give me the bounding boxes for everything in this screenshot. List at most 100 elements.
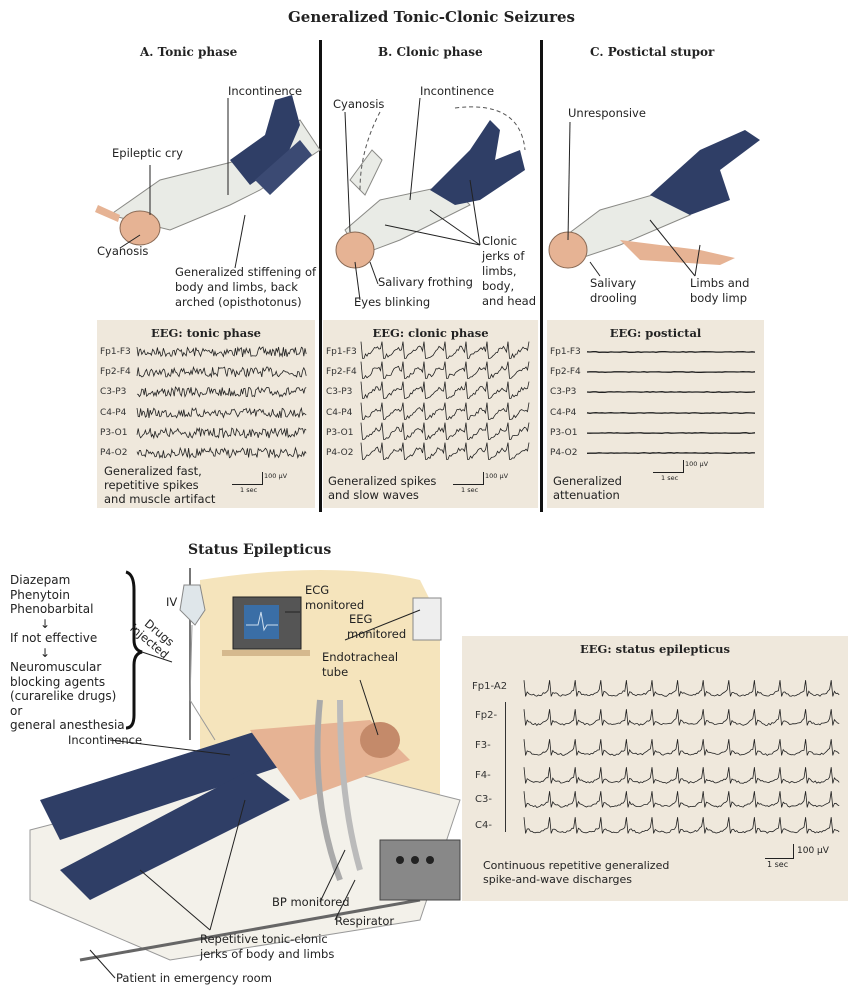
eeg-trace	[586, 351, 756, 353]
scale-bar	[453, 472, 484, 485]
eeg-trace	[523, 680, 840, 697]
channel-label: P4-O2	[326, 448, 354, 458]
eeg-trace	[586, 391, 756, 393]
channel-label: P3-O1	[550, 428, 578, 438]
eeg-trace	[586, 371, 756, 373]
eeg-panel-postictal: EEG: postictal Fp1-F3 Fp2-F4 C3-P3 C4-P4…	[547, 320, 764, 508]
eeg-trace	[586, 432, 756, 434]
treatment-item: Phenytoin	[10, 587, 70, 602]
label-line: drooling	[590, 291, 637, 305]
label-line: limbs,	[482, 264, 517, 278]
label-cyanosis-a: Cyanosis	[97, 244, 149, 258]
eeg-trace	[136, 386, 307, 398]
channel-label: Fp1-F3	[326, 347, 357, 357]
channel-label: C4-P4	[100, 408, 127, 418]
eeg-trace	[360, 361, 530, 379]
label-clonic-jerks: Clonic jerks of limbs, body, and head	[482, 234, 536, 309]
caption-line: spike-and-wave discharges	[483, 873, 632, 886]
label-repetitive-jerks: Repetitive tonic-clonic jerks of body an…	[200, 932, 334, 962]
caption-line: and slow waves	[328, 488, 419, 502]
main-title: Generalized Tonic-Clonic Seizures	[288, 8, 575, 26]
channel-label: Fp1-F3	[100, 347, 131, 357]
eeg-panel-clonic: EEG: clonic phase Fp1-F3 Fp2-F4 C3-P3 C4…	[323, 320, 538, 508]
treatment-item: (curarelike drugs)	[10, 689, 117, 703]
postictal-patient-figure	[548, 130, 760, 269]
channel-label: P3-O1	[100, 428, 128, 438]
eeg-trace	[360, 341, 530, 359]
label-cyanosis-b: Cyanosis	[333, 97, 385, 111]
caption-line: Generalized fast,	[104, 464, 202, 478]
scale-voltage: 100 µV	[264, 472, 288, 480]
label-line: Clonic	[482, 234, 518, 248]
clonic-patient-figure	[335, 106, 526, 269]
caption-line: attenuation	[553, 488, 620, 502]
treatment-item: If not effective	[10, 631, 98, 645]
channel-label: C3-P3	[326, 387, 353, 397]
caption-line: Generalized	[553, 474, 622, 488]
eeg-trace	[360, 381, 530, 399]
scale-time: 1 sec	[661, 474, 679, 482]
channel-label: Fp2-F4	[326, 367, 357, 377]
label-respirator: Respirator	[335, 914, 395, 928]
caption-line: Generalized spikes	[328, 474, 437, 488]
label-bp-monitored: BP monitored	[272, 895, 350, 909]
channel-label: C4-P4	[550, 408, 577, 418]
label-line: arched (opisthotonus)	[175, 295, 302, 309]
leader-lines	[119, 97, 701, 301]
eeg-title: EEG: status epilepticus	[580, 642, 730, 656]
column-divider	[540, 40, 543, 512]
channel-label: F3-	[475, 740, 491, 751]
channel-label: Fp2-F4	[550, 367, 581, 377]
arrow-down-icon: ↓	[40, 616, 51, 631]
label-line: jerks of	[482, 249, 525, 263]
iv-bag	[179, 584, 206, 626]
eeg-machine	[412, 597, 442, 641]
channel-label: C3-P3	[100, 387, 127, 397]
label-salivary-drooling: Salivary drooling	[590, 276, 637, 306]
treatment-item: Phenobarbital	[10, 602, 94, 616]
label-line: jerks of body and limbs	[200, 947, 335, 961]
label-line: and head	[482, 294, 537, 308]
scale-bar	[653, 460, 684, 473]
channel-label: P4-O2	[550, 448, 578, 458]
eeg-traces	[360, 341, 530, 460]
heading-tonic: A. Tonic phase	[140, 45, 238, 59]
label-line: Generalized stiffening of	[175, 265, 317, 279]
eeg-traces	[136, 346, 307, 460]
label-line: Limbs and	[690, 276, 750, 290]
eeg-title: EEG: tonic phase	[151, 326, 261, 340]
eeg-traces	[523, 680, 840, 834]
eeg-title: EEG: clonic phase	[372, 326, 489, 340]
label-ecg-monitored: ECG monitored	[305, 583, 364, 613]
bracket	[125, 570, 143, 730]
label-salivary-frothing: Salivary frothing	[378, 275, 473, 289]
channel-label: C3-P3	[550, 387, 577, 397]
label-endotracheal-tube: Endotracheal tube	[322, 650, 398, 680]
scale-voltage: 100 µV	[797, 846, 829, 856]
status-title: Status Epilepticus	[188, 542, 332, 558]
eeg-caption: Continuous repetitive generalized spike-…	[483, 859, 669, 887]
label-incontinence: Incontinence	[68, 733, 143, 747]
caption-line: and muscle artifact	[104, 492, 216, 506]
label-line: body and limbs, back	[175, 280, 298, 294]
scale-time: 1 sec	[240, 486, 258, 494]
label-iv: IV	[166, 595, 178, 609]
eeg-trace	[586, 412, 756, 414]
heading-clonic: B. Clonic phase	[378, 45, 483, 59]
label-patient-er: Patient in emergency room	[116, 971, 272, 985]
caption-line: repetitive spikes	[104, 478, 199, 492]
eeg-panel-status: EEG: status epilepticus Fp1-A2 Fp2- F3- …	[462, 636, 848, 901]
channel-label: Fp1-A2	[472, 681, 508, 692]
channel-bracket-line	[505, 702, 506, 832]
respirator	[379, 839, 461, 901]
channel-label: P4-O2	[100, 448, 128, 458]
treatment-list: Diazepam Phenytoin Phenobarbital ↓ If no…	[10, 573, 125, 733]
scale-bar	[765, 844, 794, 859]
eeg-trace	[586, 452, 756, 454]
channel-label: C4-	[475, 820, 492, 831]
channel-label: Fp1-F3	[550, 347, 581, 357]
channel-label: C4-P4	[326, 408, 353, 418]
eeg-trace	[136, 346, 307, 358]
label-incontinence-a: Incontinence	[228, 84, 303, 98]
